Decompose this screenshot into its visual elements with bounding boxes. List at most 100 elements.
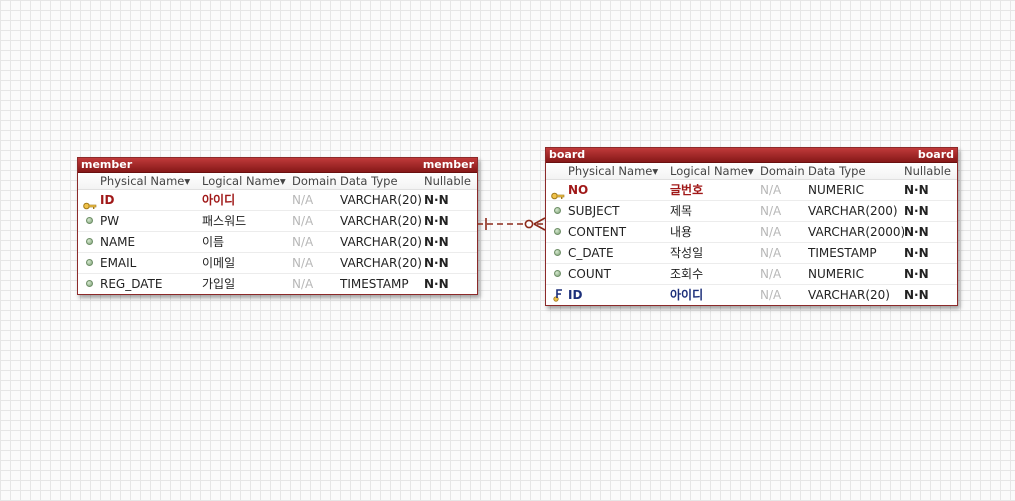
data-type-value: TIMESTAMP xyxy=(340,277,409,291)
data-type-value: VARCHAR(20) xyxy=(340,235,422,249)
data-type-value: VARCHAR(20) xyxy=(808,288,890,302)
logical-name[interactable]: 조회수 xyxy=(670,267,704,281)
entity-board[interactable]: board board Physical Name▾ Logical Name▾… xyxy=(545,147,958,306)
logical-name[interactable]: 아이디 xyxy=(670,288,704,302)
nullable-value: N·N xyxy=(424,214,449,228)
nullable-value: N·N xyxy=(904,288,929,302)
attribute-row[interactable]: SUBJECT 제목 N/A VARCHAR(200) N·N xyxy=(546,201,957,222)
foreign-key-icon xyxy=(553,288,563,305)
attribute-row[interactable]: C_DATE 작성일 N/A TIMESTAMP N·N xyxy=(546,243,957,264)
nullable-value: N·N xyxy=(424,277,449,291)
nullable-value: N·N xyxy=(904,204,929,218)
data-type-value: VARCHAR(20) xyxy=(340,214,422,228)
entity-header: member member xyxy=(78,158,477,173)
attribute-dot-icon xyxy=(554,228,561,235)
logical-name[interactable]: 이름 xyxy=(202,235,225,249)
nullable-header: Nullable xyxy=(904,164,951,178)
physical-name[interactable]: EMAIL xyxy=(100,256,137,270)
data-type-header: Data Type xyxy=(808,164,866,178)
domain-value: N/A xyxy=(760,183,782,197)
attribute-dot-icon xyxy=(86,238,93,245)
entity-rows: NO 글번호 N/A NUMERIC N·N SUBJECT 제목 N/A VARCHAR(20… xyxy=(546,180,957,305)
attribute-row[interactable]: REG_DATE 가입일 N/A TIMESTAMP N·N xyxy=(78,274,477,294)
nullable-value: N·N xyxy=(904,225,929,239)
entity-title: board xyxy=(549,148,586,161)
nullable-value: N·N xyxy=(424,193,449,207)
entity-member[interactable]: member member Physical Name▾ Logical Nam… xyxy=(77,157,478,295)
logical-name[interactable]: 글번호 xyxy=(670,183,704,197)
data-type-value: VARCHAR(20) xyxy=(340,193,422,207)
logical-name[interactable]: 아이디 xyxy=(202,193,236,207)
domain-value: N/A xyxy=(292,193,314,207)
data-type-value: VARCHAR(200) xyxy=(808,204,898,218)
data-type-value: TIMESTAMP xyxy=(808,246,877,260)
physical-name[interactable]: COUNT xyxy=(568,267,611,281)
logical-name[interactable]: 작성일 xyxy=(670,246,704,260)
domain-value: N/A xyxy=(760,267,782,281)
domain-header: Domain xyxy=(760,164,805,178)
logical-name[interactable]: 제목 xyxy=(670,204,693,218)
nullable-value: N·N xyxy=(904,183,929,197)
physical-name[interactable]: C_DATE xyxy=(568,246,614,260)
logical-name[interactable]: 패스워드 xyxy=(202,214,247,228)
data-type-value: NUMERIC xyxy=(808,183,864,197)
column-header-row: Physical Name▾ Logical Name▾ Domain Data… xyxy=(546,163,957,180)
logical-name[interactable]: 이메일 xyxy=(202,256,236,270)
domain-value: N/A xyxy=(292,214,314,228)
logical-name[interactable]: 내용 xyxy=(670,225,693,239)
nullable-value: N·N xyxy=(424,256,449,270)
entity-header: board board xyxy=(546,148,957,163)
domain-value: N/A xyxy=(760,246,782,260)
attribute-dot-icon xyxy=(554,249,561,256)
attribute-dot-icon xyxy=(86,217,93,224)
domain-value: N/A xyxy=(760,204,782,218)
key-icon xyxy=(83,196,97,210)
physical-name-header[interactable]: Physical Name▾ xyxy=(100,174,191,188)
domain-value: N/A xyxy=(760,288,782,302)
logical-name[interactable]: 가입일 xyxy=(202,277,236,291)
attribute-row[interactable]: ID 아이디 N/A VARCHAR(20)N·N xyxy=(78,190,477,211)
attribute-dot-icon xyxy=(86,280,93,287)
attribute-row[interactable]: COUNT 조회수 N/A NUMERIC N·N xyxy=(546,264,957,285)
nullable-value: N·N xyxy=(424,235,449,249)
physical-name[interactable]: SUBJECT xyxy=(568,204,620,218)
entity-title-right: member xyxy=(422,158,474,171)
physical-name[interactable]: REG_DATE xyxy=(100,277,163,291)
attribute-row[interactable]: EMAIL 이메일 N/A VARCHAR(20)N·N xyxy=(78,253,477,274)
domain-header: Domain xyxy=(292,174,337,188)
zero-cardinality-circle xyxy=(524,219,534,229)
physical-name[interactable]: CONTENT xyxy=(568,225,627,239)
key-icon xyxy=(551,186,565,200)
logical-name-header[interactable]: Logical Name▾ xyxy=(670,164,754,178)
attribute-row[interactable]: PW 패스워드 N/A VARCHAR(20)N·N xyxy=(78,211,477,232)
domain-value: N/A xyxy=(292,235,314,249)
data-type-header: Data Type xyxy=(340,174,398,188)
data-type-value: NUMERIC xyxy=(808,267,864,281)
domain-value: N/A xyxy=(292,277,314,291)
physical-name[interactable]: NO xyxy=(568,183,589,197)
data-type-value: VARCHAR(20) xyxy=(340,256,422,270)
physical-name[interactable]: ID xyxy=(568,288,583,302)
domain-value: N/A xyxy=(760,225,782,239)
physical-name[interactable]: PW xyxy=(100,214,120,228)
column-header-row: Physical Name▾ Logical Name▾ Domain Data… xyxy=(78,173,477,190)
crows-foot-lower xyxy=(533,223,546,231)
physical-name[interactable]: ID xyxy=(100,193,115,207)
attribute-row[interactable]: NO 글번호 N/A NUMERIC N·N xyxy=(546,180,957,201)
crows-foot-upper xyxy=(533,217,546,225)
domain-value: N/A xyxy=(292,256,314,270)
attribute-row[interactable]: ID 아이디 N/A VARCHAR(20) N·N xyxy=(546,285,957,305)
logical-name-header[interactable]: Logical Name▾ xyxy=(202,174,286,188)
nullable-header: Nullable xyxy=(424,174,471,188)
attribute-row[interactable]: NAME 이름 N/A VARCHAR(20)N·N xyxy=(78,232,477,253)
entity-title: member xyxy=(81,158,133,171)
physical-name[interactable]: NAME xyxy=(100,235,136,249)
attribute-row[interactable]: CONTENT 내용 N/A VARCHAR(2000)N·N xyxy=(546,222,957,243)
entity-title-right: board xyxy=(917,148,954,161)
nullable-value: N·N xyxy=(904,246,929,260)
nullable-value: N·N xyxy=(904,267,929,281)
data-type-value: VARCHAR(2000) xyxy=(808,225,904,239)
physical-name-header[interactable]: Physical Name▾ xyxy=(568,164,659,178)
